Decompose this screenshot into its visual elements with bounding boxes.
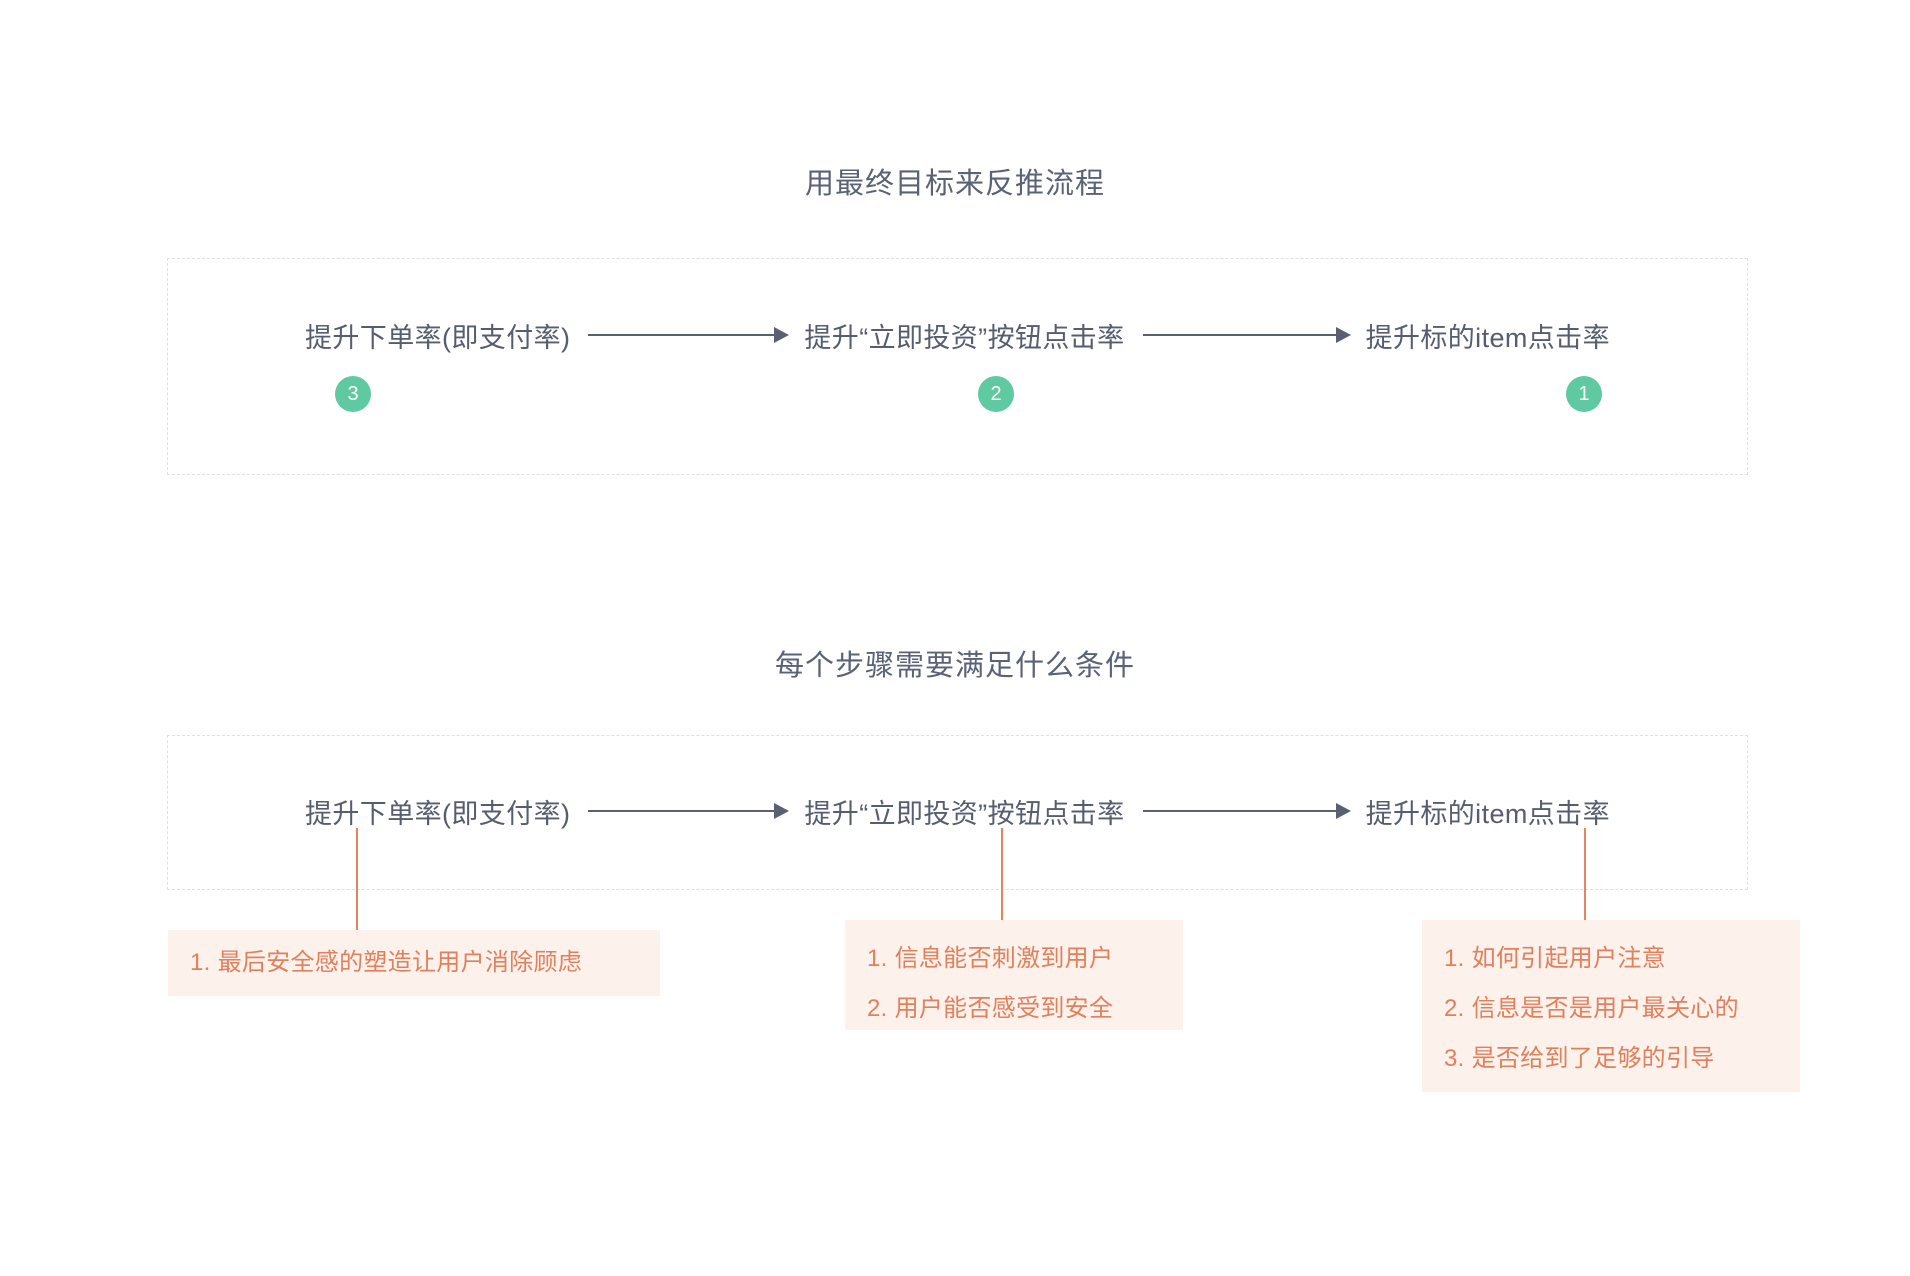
- connector-line-2: [1001, 828, 1003, 920]
- section-1-title: 用最终目标来反推流程: [804, 168, 1105, 200]
- flow-node-1-invest-button-ctr: 提升“立即投资”按钮点击率: [804, 322, 1125, 353]
- annotation-line: 1. 信息能否刺激到用户: [867, 945, 1114, 972]
- section-2-flow-row: 提升下单率(即支付率) 提升“立即投资”按钮点击率 提升标的item点击率: [167, 788, 1748, 834]
- flow-arrow-1-icon: [588, 334, 787, 336]
- annotation-line: 2. 信息是否是用户最关心的: [1444, 995, 1739, 1022]
- annotation-line: 1. 如何引起用户注意: [1444, 945, 1666, 972]
- annotation-box-2: 1. 信息能否刺激到用户 2. 用户能否感受到安全: [845, 920, 1183, 1030]
- section-1-flow-container: [167, 258, 1748, 475]
- flow-node-1-order-rate: 提升下单率(即支付率): [305, 322, 571, 353]
- step-badge-2: 2: [978, 376, 1014, 412]
- annotation-line: 3. 是否给到了足够的引导: [1444, 1045, 1715, 1072]
- step-badge-3: 3: [335, 376, 371, 412]
- annotation-box-3: 1. 如何引起用户注意 2. 信息是否是用户最关心的 3. 是否给到了足够的引导: [1422, 920, 1800, 1092]
- section-2-flow-container: [167, 735, 1748, 890]
- flow-arrow-2-icon: [1142, 334, 1348, 336]
- annotation-line: 1. 最后安全感的塑造让用户消除顾虑: [190, 949, 583, 976]
- section-1-flow-row: 提升下单率(即支付率) 提升“立即投资”按钮点击率 提升标的item点击率: [167, 312, 1748, 358]
- annotation-line: 2. 用户能否感受到安全: [867, 995, 1114, 1022]
- flow-arrow-4-icon: [1142, 810, 1348, 812]
- connector-line-1: [356, 828, 358, 930]
- step-badge-1: 1: [1566, 376, 1602, 412]
- flow-node-2-item-ctr: 提升标的item点击率: [1365, 798, 1610, 829]
- flow-node-2-order-rate: 提升下单率(即支付率): [305, 798, 571, 829]
- connector-line-3: [1584, 828, 1586, 920]
- flow-node-1-item-ctr: 提升标的item点击率: [1365, 322, 1610, 353]
- annotation-box-1: 1. 最后安全感的塑造让用户消除顾虑: [168, 930, 660, 996]
- flow-arrow-3-icon: [588, 810, 787, 812]
- flow-node-2-invest-button-ctr: 提升“立即投资”按钮点击率: [804, 798, 1125, 829]
- section-2-title: 每个步骤需要满足什么条件: [774, 650, 1135, 682]
